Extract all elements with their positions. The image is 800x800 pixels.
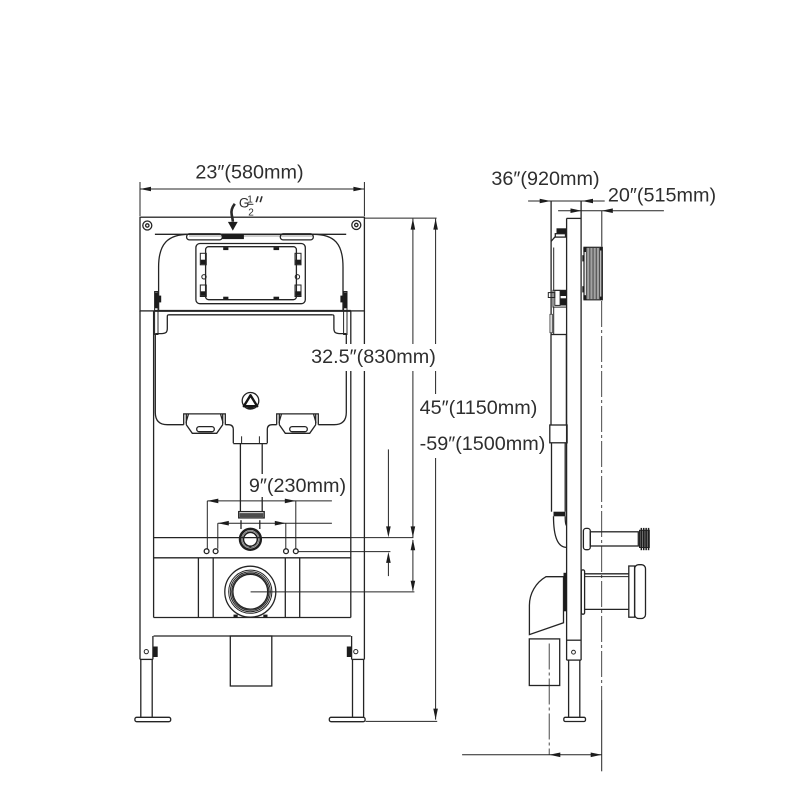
svg-text:23″(580mm): 23″(580mm) <box>195 161 303 183</box>
svg-text:45″(1150mm): 45″(1150mm) <box>420 397 538 419</box>
svg-text:-59″(1500mm): -59″(1500mm) <box>420 433 546 455</box>
svg-text:32.5″(830mm): 32.5″(830mm) <box>311 346 436 368</box>
svg-text:36″(920mm): 36″(920mm) <box>491 168 599 190</box>
svg-text:1: 1 <box>247 195 253 206</box>
svg-text:9″(230mm): 9″(230mm) <box>249 475 346 497</box>
svg-text:G: G <box>239 196 250 211</box>
svg-text:2: 2 <box>248 207 254 218</box>
svg-text:20″(515mm): 20″(515mm) <box>608 184 716 206</box>
